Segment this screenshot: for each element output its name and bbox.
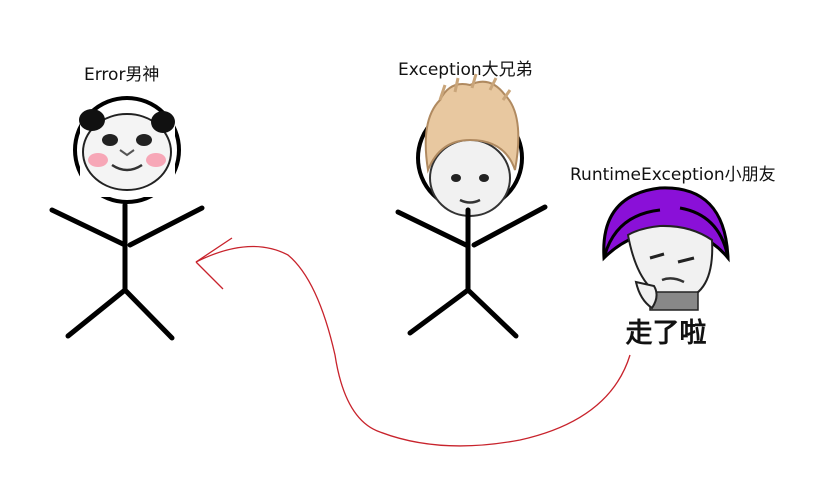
label-error: Error男神: [84, 65, 160, 85]
label-runtime-exception: RuntimeException小朋友: [570, 165, 776, 185]
label-exception: Exception大兄弟: [398, 60, 533, 80]
exception-right-arm: [471, 204, 548, 248]
blonde-meme-face-icon: [424, 73, 520, 217]
purple-hair-meme-face-icon: [602, 186, 730, 311]
error-left-leg: [65, 287, 128, 339]
error-left-arm: [49, 207, 128, 248]
error-right-leg: [122, 287, 175, 341]
runtime-figure: 走了啦: [602, 186, 730, 349]
arrow-curve: [195, 245, 631, 447]
arrow-head: [195, 237, 233, 290]
exception-left-arm: [395, 209, 471, 249]
exception-right-leg: [465, 287, 519, 339]
caption-leave: 走了啦: [626, 317, 707, 349]
throw-arrow: [195, 237, 631, 447]
panda-meme-face-icon: [79, 109, 175, 197]
error-figure: [49, 96, 205, 341]
exception-left-leg: [407, 287, 471, 336]
exception-figure: [395, 73, 548, 339]
error-right-arm: [127, 205, 205, 248]
